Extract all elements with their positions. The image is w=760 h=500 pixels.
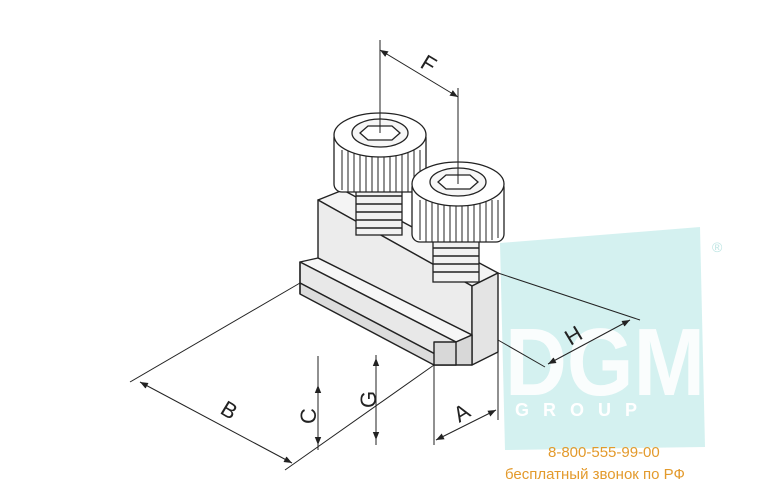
- free-call-note: бесплатный звонок по РФ: [505, 466, 685, 483]
- dimension-lines: [129, 40, 641, 471]
- screw-back-knurl: [341, 150, 421, 192]
- screw-back: [333, 112, 427, 236]
- dgm-watermark: DGM GROUP ®: [500, 227, 723, 450]
- dim-label-c: C: [296, 408, 321, 424]
- watermark-sub: GROUP: [515, 400, 651, 420]
- dim-label-g: G: [356, 391, 381, 408]
- screw-front-knurl: [419, 200, 499, 242]
- block-right-face: [471, 272, 499, 366]
- registered-mark: ®: [712, 239, 723, 255]
- phone-number[interactable]: 8-800-555-99-00: [548, 444, 660, 461]
- dim-label-b: B: [216, 396, 241, 425]
- screw-front: [411, 161, 505, 283]
